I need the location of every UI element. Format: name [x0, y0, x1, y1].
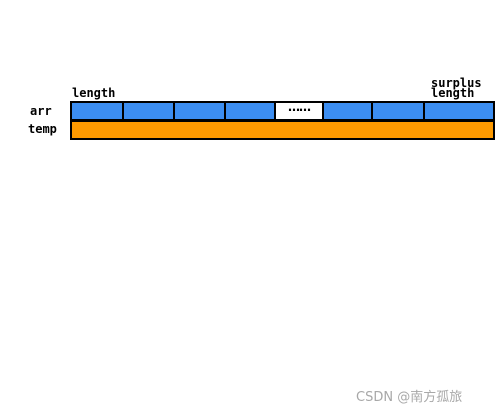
- arr-cell: [72, 103, 124, 119]
- ellipsis-gap: ……: [288, 100, 311, 114]
- arr-cell: [175, 103, 226, 119]
- arr-cell: [226, 103, 276, 119]
- length-label: length: [72, 86, 116, 100]
- temp-label: temp: [28, 122, 57, 136]
- surplus-length-label-line2: length: [431, 86, 475, 100]
- arr-array: ……: [70, 100, 495, 121]
- watermark: CSDN @南方孤旅: [356, 390, 463, 405]
- arr-cell-surplus: [425, 103, 493, 119]
- arr-cell: [322, 103, 373, 119]
- arr-cell: [373, 103, 425, 119]
- arr-cell: [124, 103, 175, 119]
- surplus-length-label-line1: surplus: [431, 76, 482, 90]
- arr-label: arr: [30, 104, 52, 118]
- temp-array: [70, 120, 495, 140]
